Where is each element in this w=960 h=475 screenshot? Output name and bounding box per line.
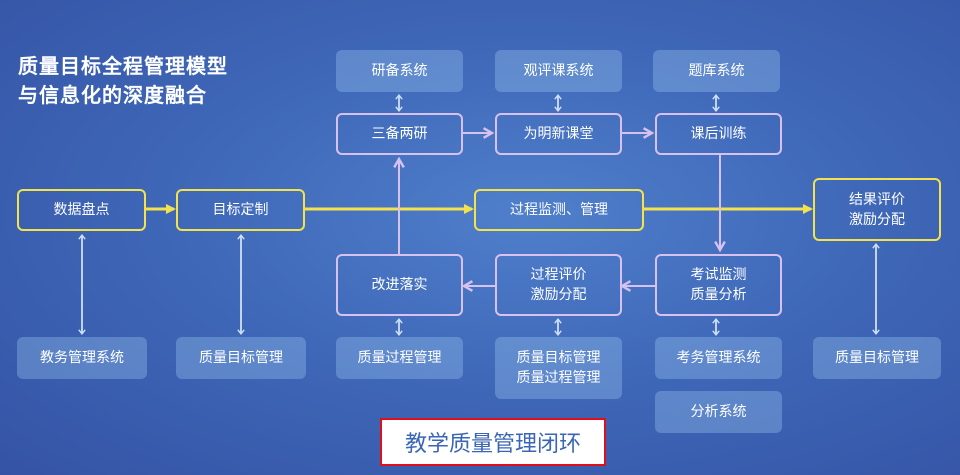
process-eval-line-1: 过程评价 bbox=[530, 267, 587, 283]
exam-monitor-line-2: 质量分析 bbox=[690, 287, 747, 303]
observe-system-box: 观评课系统 bbox=[495, 50, 622, 92]
three-prep-box: 三备两研 bbox=[336, 113, 463, 155]
new-class-box: 为明新课堂 bbox=[495, 113, 622, 155]
process-monitor-box: 过程监测、管理 bbox=[474, 189, 644, 231]
quality-process-mgmt-box: 质量过程管理 bbox=[336, 337, 463, 379]
target-setting-label: 目标定制 bbox=[212, 202, 269, 218]
exam-monitor-box: 考试监测 质量分析 bbox=[655, 254, 782, 316]
quality-target-mgmt-left-box: 质量目标管理 bbox=[176, 337, 306, 379]
observe-system-label: 观评课系统 bbox=[523, 63, 594, 79]
footer-caption: 教学质量管理闭环 bbox=[380, 418, 606, 466]
quality-process-mgmt-label: 质量过程管理 bbox=[357, 350, 442, 366]
target-setting-box: 目标定制 bbox=[176, 189, 305, 231]
quality-target-mgmt-center-label: 质量目标管理 bbox=[516, 350, 601, 366]
quality-center-box: 质量目标管理 质量过程管理 bbox=[495, 337, 622, 399]
diagram-title: 质量目标全程管理模型 与信息化的深度融合 bbox=[18, 52, 228, 110]
footer-caption-label: 教学质量管理闭环 bbox=[404, 432, 581, 457]
result-eval-box: 结果评价 激励分配 bbox=[813, 178, 941, 241]
question-bank-box: 题库系统 bbox=[653, 50, 780, 92]
quality-target-mgmt-left-label: 质量目标管理 bbox=[199, 350, 283, 366]
question-bank-label: 题库系统 bbox=[688, 63, 745, 79]
title-line-1: 质量目标全程管理模型 bbox=[18, 54, 228, 78]
after-class-label: 课后训练 bbox=[690, 126, 747, 142]
academic-system-label: 教务管理系统 bbox=[40, 350, 124, 366]
title-line-2: 与信息化的深度融合 bbox=[18, 83, 207, 107]
research-system-label: 研备系统 bbox=[371, 63, 428, 79]
exam-system-label: 考务管理系统 bbox=[676, 350, 761, 366]
exam-system-box: 考务管理系统 bbox=[655, 337, 782, 379]
academic-system-box: 教务管理系统 bbox=[17, 337, 147, 379]
process-monitor-label: 过程监测、管理 bbox=[510, 202, 608, 218]
new-class-label: 为明新课堂 bbox=[523, 126, 594, 142]
after-class-box: 课后训练 bbox=[655, 113, 782, 155]
research-system-box: 研备系统 bbox=[336, 50, 463, 92]
process-eval-box: 过程评价 激励分配 bbox=[495, 254, 622, 316]
result-eval-line-2: 激励分配 bbox=[849, 211, 905, 228]
quality-target-mgmt-right-label: 质量目标管理 bbox=[835, 350, 919, 366]
analysis-system-box: 分析系统 bbox=[655, 391, 782, 433]
three-prep-label: 三备两研 bbox=[371, 126, 428, 142]
quality-target-mgmt-right-box: 质量目标管理 bbox=[813, 337, 941, 379]
improve-box: 改进落实 bbox=[336, 254, 463, 316]
exam-monitor-line-1: 考试监测 bbox=[690, 267, 747, 283]
process-eval-line-2: 激励分配 bbox=[530, 287, 587, 303]
analysis-system-label: 分析系统 bbox=[690, 404, 747, 420]
improve-label: 改进落实 bbox=[371, 277, 428, 293]
data-inventory-box: 数据盘点 bbox=[17, 189, 146, 231]
data-inventory-label: 数据盘点 bbox=[53, 202, 110, 218]
quality-process-mgmt-center-label: 质量过程管理 bbox=[516, 370, 601, 386]
result-eval-line-1: 结果评价 bbox=[849, 191, 905, 208]
